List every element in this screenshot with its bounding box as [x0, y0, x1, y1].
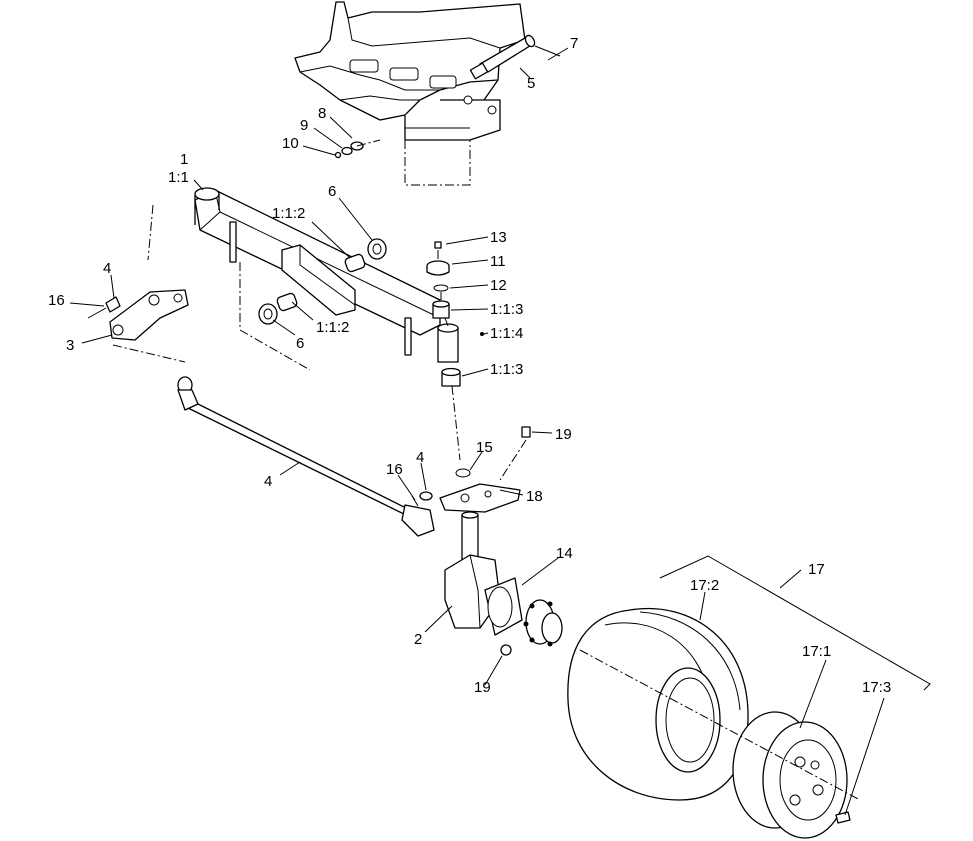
callout-19-upper: 19	[555, 426, 572, 443]
callout-17-3: 17:3	[862, 679, 891, 696]
frame-part	[294, 1, 526, 186]
callout-3: 3	[66, 337, 74, 354]
wheel-axis-line	[579, 649, 861, 801]
washer-bolt-stack	[334, 139, 381, 159]
callout-7: 7	[570, 35, 578, 52]
callout-2: 2	[414, 631, 422, 648]
tire	[567, 607, 749, 801]
callout-14: 14	[556, 545, 573, 562]
callout-12: 12	[490, 277, 507, 294]
bushings-lower	[258, 292, 298, 325]
axle-beam	[194, 187, 441, 371]
steering-arm-right	[439, 426, 531, 513]
steering-arm-left	[87, 204, 189, 363]
pivot-pin	[469, 34, 561, 80]
tie-rod	[177, 376, 435, 537]
rim	[732, 711, 851, 839]
group-bracket	[659, 555, 931, 691]
callout-16-right: 16	[386, 461, 403, 478]
spindle-stack	[426, 241, 484, 461]
callout-6-upper: 6	[328, 183, 336, 200]
callout-19-lower: 19	[474, 679, 491, 696]
callout-8: 8	[318, 105, 326, 122]
callout-13: 13	[490, 229, 507, 246]
callout-1-1-4: 1:1:4	[490, 325, 523, 342]
callout-16-left: 16	[48, 292, 65, 309]
spindle-knuckle	[444, 511, 523, 656]
bushings-upper	[344, 238, 387, 273]
callout-1: 1	[180, 151, 188, 168]
callout-4-right: 4	[416, 449, 424, 466]
callout-1-1: 1:1	[168, 169, 189, 186]
callout-1-1-2-lower: 1:1:2	[316, 319, 349, 336]
callout-18: 18	[526, 488, 543, 505]
callout-5: 5	[527, 75, 535, 92]
wheel-hub	[523, 599, 563, 647]
callout-11: 11	[490, 253, 506, 270]
callout-17: 17	[808, 561, 825, 578]
callout-4-left: 4	[103, 260, 111, 277]
callout-10: 10	[282, 135, 299, 152]
callout-9: 9	[300, 117, 308, 134]
callout-17-1: 17:1	[802, 643, 831, 660]
callout-labels: 7 5 8 9 10 1 1:1 6 1:1:2 13 11 12 1:1:3 …	[48, 35, 891, 696]
callout-1-1-3-lower: 1:1:3	[490, 361, 523, 378]
callout-6-lower: 6	[296, 335, 304, 352]
callout-17-2: 17:2	[690, 577, 719, 594]
callout-1-1-2-upper: 1:1:2	[272, 205, 305, 222]
callout-4-tie-rod: 4	[264, 473, 272, 490]
callout-15: 15	[476, 439, 493, 456]
leader-lines	[69, 47, 885, 816]
callout-1-1-3-upper: 1:1:3	[490, 301, 523, 318]
